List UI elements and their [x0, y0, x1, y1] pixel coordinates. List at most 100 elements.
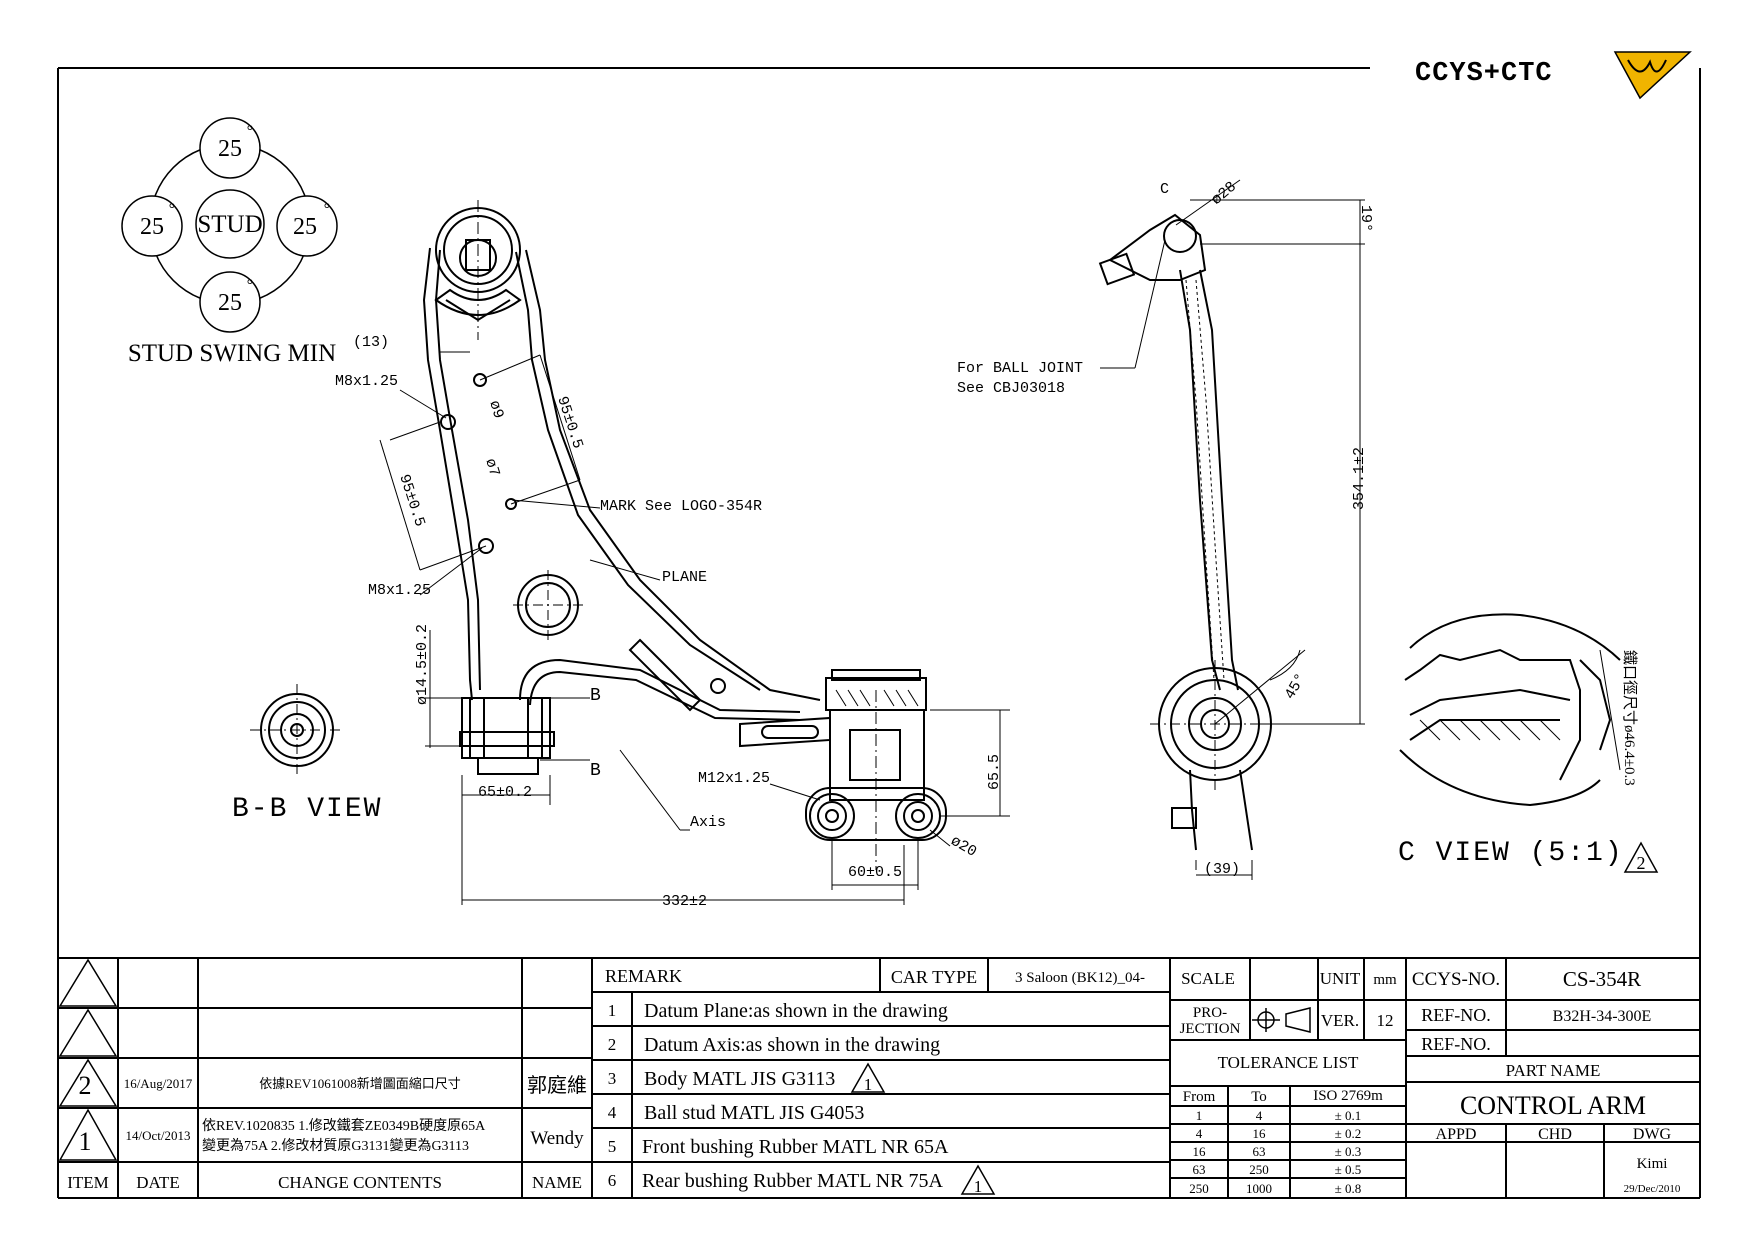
ver-label: VER.	[1321, 1011, 1359, 1030]
head-item: ITEM	[67, 1173, 109, 1192]
svg-text:1: 1	[608, 1001, 617, 1020]
unit-label: UNIT	[1320, 969, 1361, 988]
dim-60: 60±0.5	[848, 864, 902, 881]
axis-label: Axis	[690, 814, 726, 831]
title-block-grid	[58, 957, 1700, 1198]
projection-1: PRO-	[1193, 1005, 1227, 1021]
remark-6: Rear bushing Rubber MATL NR 75A	[642, 1170, 943, 1192]
dim-354: 354.1±2	[1351, 447, 1368, 510]
svg-text:63: 63	[1253, 1144, 1266, 1159]
svg-text:250: 250	[1249, 1162, 1269, 1177]
car-type-label: CAR TYPE	[891, 967, 977, 987]
svg-text:°: °	[247, 123, 253, 140]
part-name-label: PART NAME	[1506, 1061, 1601, 1080]
dim-95-left: 95±0.5	[395, 472, 428, 529]
remark-2: Datum Axis:as shown in the drawing	[644, 1034, 940, 1056]
stud-angle-right: 25	[293, 214, 317, 240]
tolerance-title: TOLERANCE LIST	[1218, 1053, 1359, 1072]
m8-top-label: M8x1.25	[335, 373, 398, 390]
ver-value: 12	[1377, 1011, 1394, 1030]
appd-label: APPD	[1436, 1126, 1477, 1143]
svg-text:16: 16	[1193, 1144, 1207, 1159]
ccys-no-value: CS-354R	[1563, 967, 1641, 991]
sheet-border	[57, 67, 1701, 1199]
svg-text:CCYS+CTC: CCYS+CTC	[1415, 59, 1553, 89]
dwg-label: DWG	[1633, 1126, 1672, 1143]
stud-angle-top: 25	[218, 136, 242, 162]
side-view	[1098, 179, 1365, 880]
svg-text:1: 1	[974, 1177, 983, 1196]
dim-13: (13)	[353, 334, 389, 351]
plane-label: PLANE	[662, 569, 707, 586]
revision-triangles	[58, 958, 996, 1195]
company-logo: CCYS+CTC	[1415, 51, 1692, 100]
c-mark: C	[1160, 181, 1169, 198]
unit-value: mm	[1373, 972, 1397, 988]
ball-joint-note-1: For BALL JOINT	[957, 360, 1083, 377]
ccys-no-label: CCYS-NO.	[1412, 969, 1500, 990]
rev-name-1: Wendy	[530, 1128, 584, 1149]
svg-text:ISO 2769m: ISO 2769m	[1313, 1088, 1383, 1104]
svg-text:16: 16	[1253, 1126, 1267, 1141]
dia7-label: ø7	[481, 456, 503, 478]
car-type-value: 3 Saloon (BK12)_04-	[1015, 970, 1145, 986]
svg-text:63: 63	[1193, 1162, 1206, 1177]
chd-label: CHD	[1538, 1126, 1572, 1143]
svg-text:± 0.8: ± 0.8	[1335, 1181, 1362, 1196]
svg-text:4: 4	[1196, 1126, 1203, 1141]
mark-note: MARK See LOGO-354R	[600, 498, 762, 515]
remark-5: Front bushing Rubber MATL NR 65A	[642, 1136, 949, 1158]
part-name-value: CONTROL ARM	[1460, 1091, 1646, 1120]
svg-text:4: 4	[608, 1103, 617, 1122]
rev-date-1: 14/Oct/2013	[126, 1128, 191, 1143]
c-view-drawing	[1399, 613, 1621, 807]
svg-text:From: From	[1183, 1089, 1216, 1105]
head-change: CHANGE CONTENTS	[278, 1173, 442, 1192]
front-view	[422, 200, 947, 870]
svg-text:± 0.3: ± 0.3	[1335, 1144, 1362, 1159]
c-view-label: C VIEW (5:1)	[1398, 838, 1624, 869]
section-b-top: B	[590, 686, 601, 706]
stud-swing-title: STUD SWING MIN	[128, 340, 336, 367]
svg-text:1000: 1000	[1246, 1181, 1272, 1196]
svg-text:1: 1	[864, 1075, 873, 1094]
svg-text:°: °	[324, 201, 330, 218]
stud-angle-bottom: 25	[218, 290, 242, 316]
remark-3: Body MATL JIS G3113	[644, 1068, 835, 1090]
svg-text:5: 5	[608, 1137, 617, 1156]
c-view-rev-triangle: 2	[1623, 841, 1659, 873]
svg-text:6: 6	[608, 1171, 617, 1190]
angle-19: 19°	[1357, 205, 1374, 232]
stud-center-label: STUD	[197, 211, 262, 238]
svg-text:± 0.1: ± 0.1	[1335, 1108, 1362, 1123]
ref-no-value: B32H-34-300E	[1553, 1008, 1652, 1025]
dia20-label: ø20	[948, 833, 980, 861]
dia14-label: ø14.5±0.2	[414, 624, 431, 705]
svg-text:2: 2	[608, 1035, 617, 1054]
stud-angle-left: 25	[140, 214, 164, 240]
projection-2: JECTION	[1180, 1021, 1241, 1037]
rev-change-2: 依據REV1061008新增圖面縮口尺寸	[259, 1076, 461, 1091]
drawn-by: Kimi	[1637, 1156, 1668, 1172]
dia9-label: ø9	[485, 398, 507, 420]
svg-text:2: 2	[1637, 853, 1646, 873]
dim-65-5: 65.5	[986, 754, 1003, 790]
rev-change-1b: 變更為75A 2.修改材質原G3131變更為G3113	[202, 1138, 469, 1154]
rev-name-2: 郭庭維	[527, 1074, 587, 1097]
dim-332: 332±2	[662, 893, 707, 910]
svg-text:°: °	[169, 201, 175, 218]
projection-symbol-icon	[1252, 1007, 1311, 1033]
angle-45: 45°	[1282, 671, 1310, 703]
rev-date-2: 16/Aug/2017	[124, 1076, 193, 1091]
svg-text:°: °	[247, 277, 253, 294]
remark-1: Datum Plane:as shown in the drawing	[644, 1000, 948, 1022]
m8-bottom-label: M8x1.25	[368, 582, 431, 599]
bb-view-label: B-B VIEW	[232, 794, 382, 825]
head-date: DATE	[136, 1173, 179, 1192]
svg-text:To: To	[1251, 1089, 1267, 1105]
svg-text:1: 1	[1196, 1108, 1203, 1123]
front-view-dimensions	[379, 351, 1010, 905]
svg-text:4: 4	[1256, 1108, 1263, 1123]
dim-65: 65±0.2	[478, 784, 532, 801]
dim-39: (39)	[1204, 861, 1240, 878]
